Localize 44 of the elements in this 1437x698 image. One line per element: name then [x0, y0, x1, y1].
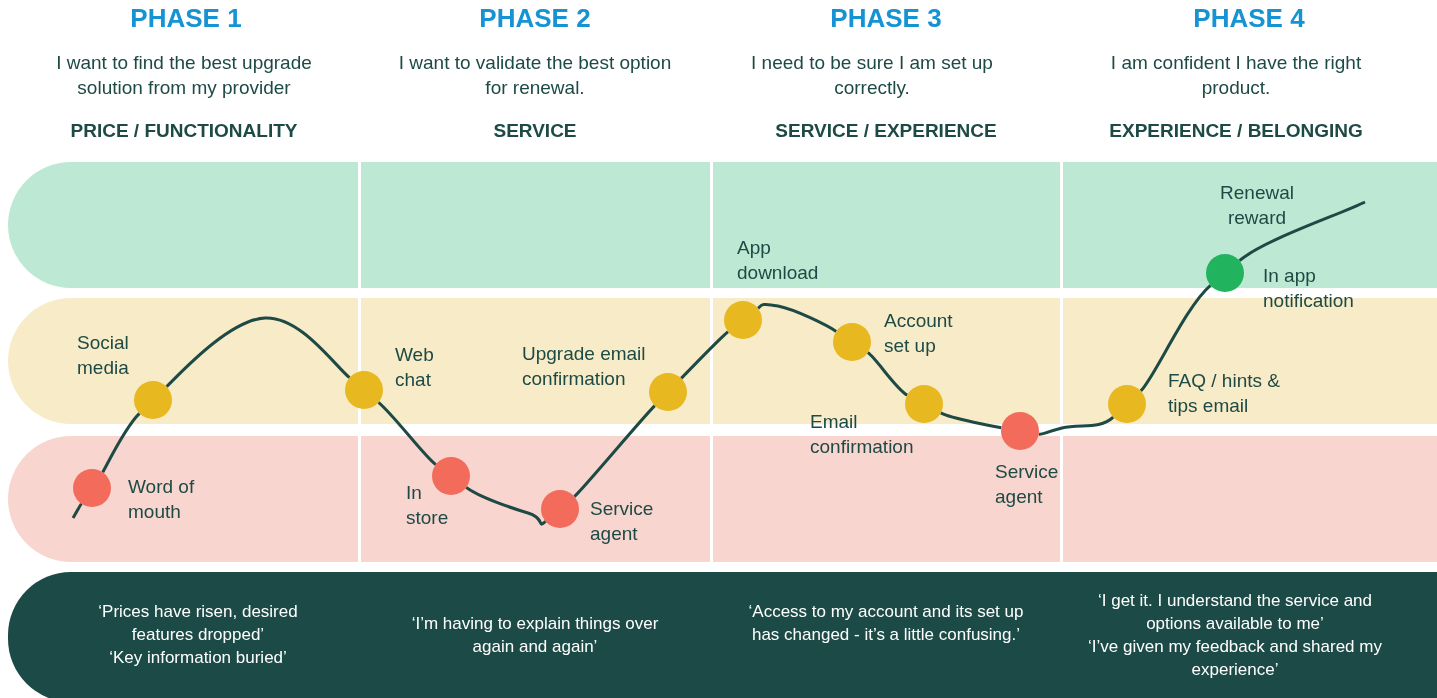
journey-curve: [101, 412, 141, 473]
touchpoint-label: App download: [737, 236, 820, 285]
phase-goal: I am confident I have the right product.: [1109, 51, 1363, 100]
journey-curve: [71, 502, 83, 519]
customer-quote: ‘I’ve given my feedback and shared my experience’: [1087, 636, 1383, 681]
phase-heading: PHASE 2: [478, 2, 592, 34]
journey-curve: [377, 401, 437, 466]
touchpoint-label: Renewal reward: [1219, 181, 1295, 230]
journey-curve: [866, 351, 909, 397]
phase-goal: I want to find the best upgrade solution from my provider: [55, 51, 313, 100]
touchpoint-label: Social media: [77, 331, 130, 380]
touchpoint-label: Service agent: [590, 497, 655, 546]
journey-curve: [165, 316, 351, 388]
customer-quote: ‘Access to my account and its set up has changed - it’s a little confusing.’: [747, 601, 1025, 646]
touchpoint-label: Web chat: [395, 343, 435, 392]
phase-theme: SERVICE / EXPERIENCE: [774, 119, 998, 143]
customer-quote: ‘I get it. I understand the service and options available to me’: [1096, 590, 1374, 635]
touchpoint-label: Upgrade email confirmation: [522, 342, 647, 391]
touchpoint-label: Service agent: [995, 460, 1060, 509]
phase-heading: PHASE 1: [129, 2, 243, 34]
phase-theme: EXPERIENCE / BELONGING: [1108, 119, 1364, 143]
journey-curve: [1139, 284, 1212, 392]
phase-theme: SERVICE: [492, 119, 578, 143]
phase-theme: PRICE / FUNCTIONALITY: [69, 119, 299, 143]
journey-curve: [573, 404, 656, 498]
phase-heading: PHASE 4: [1192, 2, 1306, 34]
journey-curve: [1038, 415, 1115, 436]
phase-goal: I want to validate the best option for renewal.: [397, 51, 673, 100]
journey-curve: [1238, 200, 1366, 262]
journey-curve: [940, 411, 1002, 430]
touchpoint-label: Email confirmation: [810, 410, 915, 459]
customer-quote: ‘I’m having to explain things over again and again’: [410, 613, 660, 658]
phase-goal: I need to be sure I am set up correctly.: [750, 51, 994, 100]
customer-quote: ‘Prices have risen, desired features dropped’: [97, 601, 299, 646]
customer-quote: ‘Key information buried’: [108, 647, 288, 669]
phase-heading: PHASE 3: [829, 2, 943, 34]
touchpoint-label: Account set up: [884, 309, 954, 358]
touchpoint-label: In app notification: [1263, 264, 1355, 313]
touchpoint-label: Word of mouth: [128, 475, 196, 524]
journey-curve: [756, 302, 838, 333]
touchpoint-label: In store: [406, 481, 450, 530]
journey-curve: [465, 486, 547, 526]
touchpoint-label: FAQ / hints & tips email: [1168, 369, 1281, 418]
journey-curve: [680, 330, 730, 380]
